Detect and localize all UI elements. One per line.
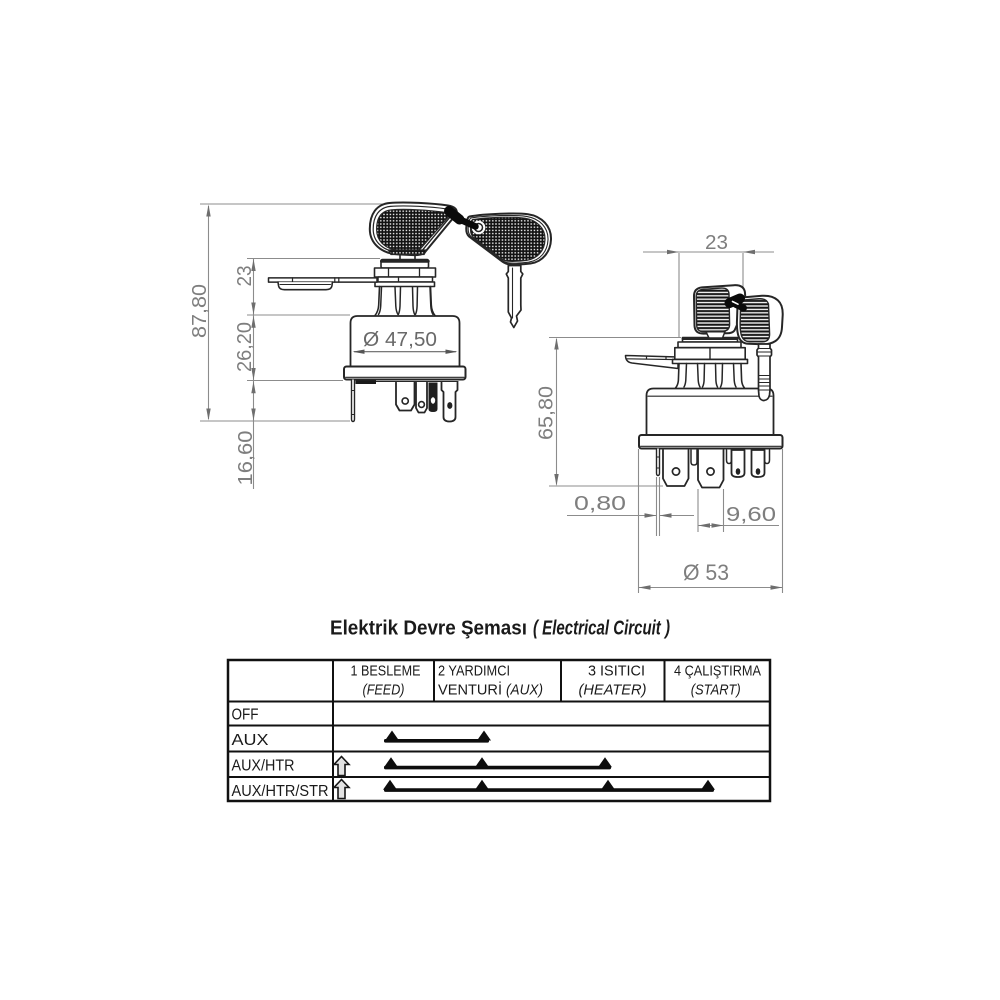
svg-text:( Electrical Circuit ): ( Electrical Circuit ) [533, 618, 670, 640]
svg-text:VENTURİ: VENTURİ [438, 681, 502, 699]
svg-text:Elektrik Devre Şeması: Elektrik Devre Şeması [330, 618, 527, 640]
svg-text:16,60: 16,60 [235, 431, 257, 486]
svg-text:3 ISITICI: 3 ISITICI [588, 662, 645, 679]
svg-text:AUX/HTR: AUX/HTR [232, 758, 295, 775]
svg-text:OFF: OFF [232, 706, 259, 723]
svg-text:23: 23 [705, 232, 728, 254]
svg-text:4 ÇALIŞTIRMA: 4 ÇALIŞTIRMA [674, 662, 761, 679]
svg-text:AUX: AUX [232, 732, 269, 749]
svg-text:87,80: 87,80 [189, 284, 211, 338]
svg-text:AUX/HTR/STR: AUX/HTR/STR [232, 783, 329, 800]
svg-text:Ø 53: Ø 53 [683, 560, 729, 585]
svg-text:(FEED): (FEED) [363, 682, 405, 699]
svg-text:(HEATER): (HEATER) [579, 682, 647, 699]
svg-text:Ø 47,50: Ø 47,50 [363, 329, 437, 351]
svg-text:1 BESLEME: 1 BESLEME [351, 662, 421, 679]
svg-text:23: 23 [234, 266, 256, 287]
svg-text:(START): (START) [691, 682, 741, 699]
svg-text:(AUX): (AUX) [506, 682, 543, 699]
svg-text:2 YARDIMCI: 2 YARDIMCI [438, 662, 510, 679]
svg-text:65,80: 65,80 [536, 386, 558, 440]
svg-text:9,60: 9,60 [726, 504, 776, 526]
svg-text:0,80: 0,80 [574, 493, 626, 515]
svg-text:26,20: 26,20 [234, 322, 256, 372]
